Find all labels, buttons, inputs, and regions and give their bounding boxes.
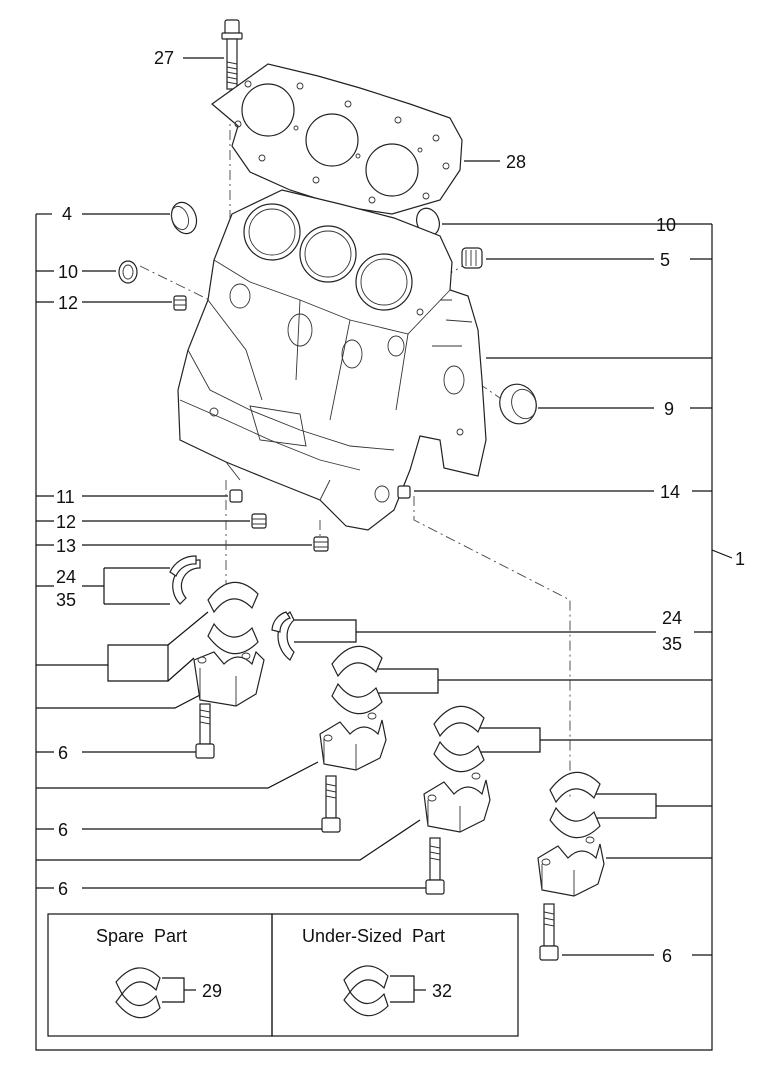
- callout-28: 28: [506, 152, 526, 172]
- callout-27: 27: [154, 48, 174, 68]
- bearing-cap-2: [319, 712, 387, 771]
- cap-bolt-3: [425, 837, 445, 895]
- callout-10-left: 10: [58, 262, 78, 282]
- bearing-shell-4: [549, 771, 601, 839]
- cap-bolt-4: [539, 903, 559, 961]
- callout-1: 1: [735, 549, 745, 569]
- thrust-washer-right: [271, 611, 295, 661]
- plug-10-left: [118, 260, 138, 284]
- callout-13: 13: [56, 536, 76, 556]
- leader-lines: [82, 57, 657, 956]
- head-gasket-28: [211, 63, 463, 215]
- spare-part-label: Spare Part: [96, 926, 187, 946]
- callout-12-top: 12: [58, 293, 78, 313]
- group-bracket-1: [35, 213, 733, 1051]
- callout-24-right: 24: [662, 608, 682, 628]
- callout-12-bottom: 12: [56, 512, 76, 532]
- callout-6-a: 6: [58, 743, 68, 763]
- callout-9: 9: [664, 399, 674, 419]
- callout-35-right: 35: [662, 634, 682, 654]
- plug-11: [229, 489, 243, 503]
- plug-4: [170, 201, 198, 235]
- callout-6-c: 6: [58, 879, 68, 899]
- bearing-shell-3: [433, 705, 485, 773]
- callout-labels: 27 28 4 10 10 5 12 9 11 14 12 13 1 24 35…: [56, 48, 745, 1001]
- thrust-washer-left: [169, 555, 201, 605]
- callout-29: 29: [202, 981, 222, 1001]
- plug-12-top: [173, 295, 187, 311]
- cylinder-block: [177, 189, 487, 531]
- callout-10-right: 10: [656, 215, 676, 235]
- cap-bolt-1: [195, 703, 215, 759]
- bushing-9: [499, 383, 537, 425]
- plug-14: [397, 485, 411, 499]
- callout-6-b: 6: [58, 820, 68, 840]
- callout-24-left: 24: [56, 567, 76, 587]
- callout-4: 4: [62, 204, 72, 224]
- head-bolt-27: [221, 19, 243, 90]
- inset-under-sized-part: [271, 913, 519, 1037]
- callout-5: 5: [660, 250, 670, 270]
- bearing-shell-2: [331, 645, 383, 715]
- callout-32: 32: [432, 981, 452, 1001]
- callout-35-left: 35: [56, 590, 76, 610]
- bearing-cap-4: [537, 836, 605, 897]
- plug-13: [313, 536, 329, 552]
- cap-bolt-2: [321, 775, 341, 833]
- plug-12-bottom: [251, 513, 267, 529]
- callout-14: 14: [660, 482, 680, 502]
- plug-5: [461, 247, 483, 269]
- under-sized-part-label: Under-Sized Part: [302, 926, 445, 946]
- bearing-shell-1: [207, 581, 259, 655]
- bearing-cap-3: [423, 772, 491, 833]
- callout-11: 11: [56, 487, 75, 507]
- callout-6-d: 6: [662, 946, 672, 966]
- bearing-cap-1: [193, 650, 265, 707]
